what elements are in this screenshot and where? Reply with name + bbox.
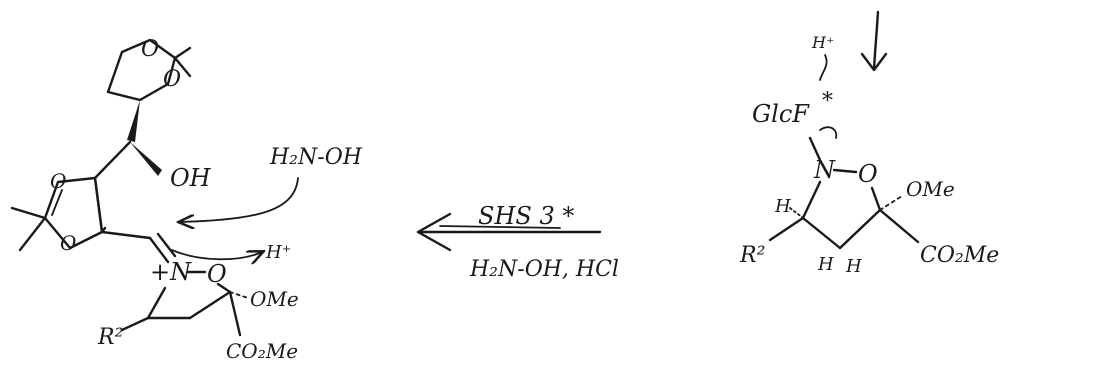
reactant-structure: H⁺ GlcF * N O H R² H H OMe CO₂Me [739, 10, 999, 277]
ring-n-label: N [813, 156, 836, 184]
wedge-bond [127, 100, 140, 142]
isoxazolidinium-ring: +N O [146, 258, 232, 320]
proton-label: H⁺ [265, 242, 291, 263]
reaction-arrow: SHS 3 * H₂N-OH, HCl [416, 202, 619, 282]
arrow-reagent-below: H₂N-OH, HCl [469, 257, 619, 282]
h-plus-label: H⁺ [811, 33, 834, 52]
ome-label-r: OMe [906, 177, 955, 201]
curved-arrow-proton [171, 249, 262, 259]
hydroxylamine-label: H₂N-OH [269, 145, 363, 170]
curved-arrow-attack [180, 177, 299, 222]
glcf-star: * [822, 89, 833, 114]
dioxole-o2-label: O [60, 231, 76, 255]
oh-label: OH [170, 164, 212, 192]
h-ring-a-label: H [817, 254, 834, 275]
top-ring-o1-label: O [141, 37, 159, 62]
r2-label-r: R² [739, 243, 765, 268]
dioxole-o1-label: O [50, 169, 66, 193]
ring-o-label: O [207, 260, 227, 288]
top-dioxolane-ring: O O [106, 37, 192, 102]
h-left-label: H [774, 196, 791, 217]
co2me-label: CO₂Me [226, 339, 298, 363]
oh-wedge [130, 142, 162, 176]
r2-label: R² [97, 325, 123, 350]
h-ring-b-label: H [845, 256, 862, 277]
n-plus-label: +N [150, 258, 192, 286]
top-ring-o2-label: O [163, 67, 181, 92]
glcf-label: GlcF [752, 100, 810, 128]
arrow-reagent-above: SHS 3 * [478, 202, 574, 230]
ome-label: OMe [250, 287, 299, 311]
isoxazolidine-ring: N O [801, 156, 882, 250]
co2me-label-r: CO₂Me [920, 243, 999, 268]
bottom-dioxole-ring: O O [10, 169, 107, 255]
ring-o-label-r: O [858, 160, 878, 188]
down-arrow [872, 10, 880, 70]
product-structure: O O OH O O +N O [10, 37, 363, 363]
